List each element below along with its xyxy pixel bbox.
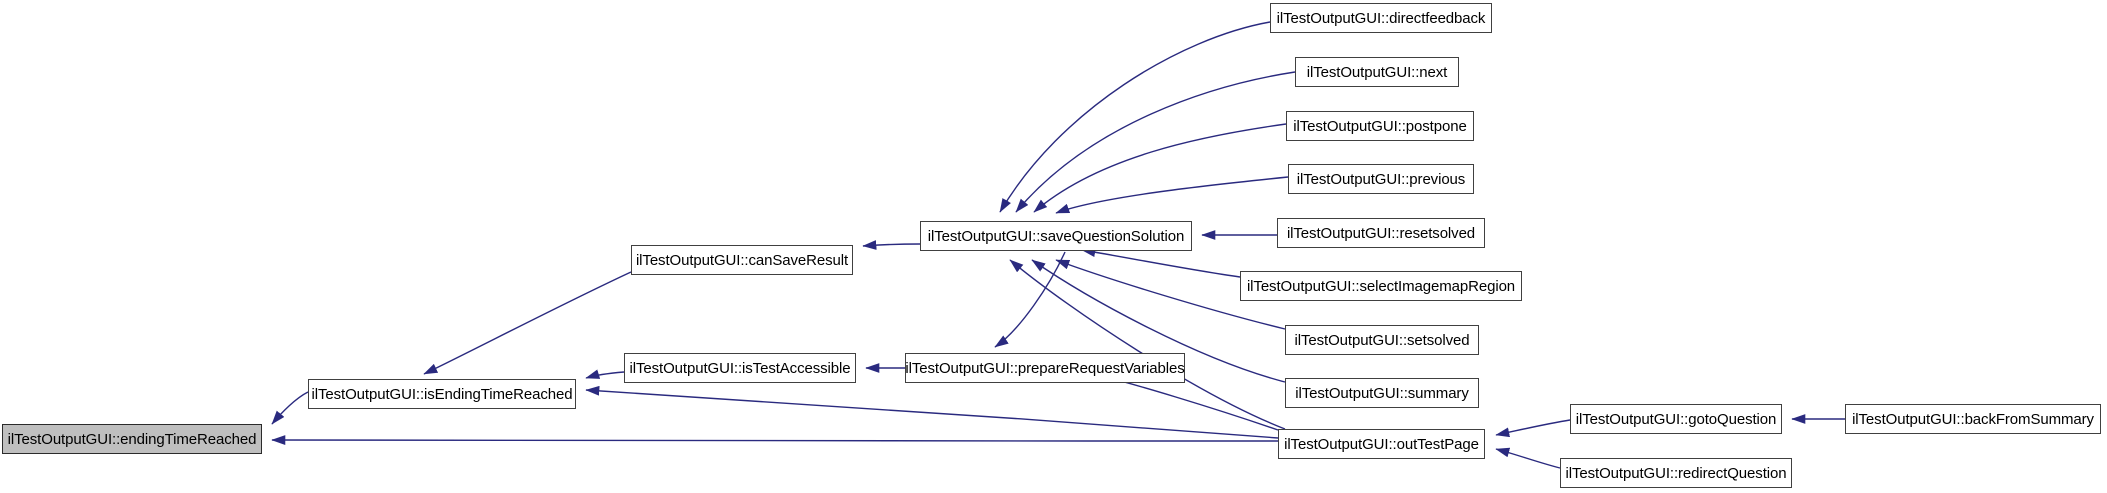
node-selectImagemapRegion[interactable]: ilTestOutputGUI::selectImagemapRegion xyxy=(1240,271,1522,301)
node-label: ilTestOutputGUI::directfeedback xyxy=(1276,9,1486,27)
node-label: ilTestOutputGUI::gotoQuestion xyxy=(1575,410,1777,428)
node-label: ilTestOutputGUI::prepareRequestVariables xyxy=(905,359,1185,377)
node-label: ilTestOutputGUI::postpone xyxy=(1293,117,1467,135)
node-previous[interactable]: ilTestOutputGUI::previous xyxy=(1288,164,1474,194)
node-summary[interactable]: ilTestOutputGUI::summary xyxy=(1285,378,1479,408)
node-label: ilTestOutputGUI::isTestAccessible xyxy=(629,359,851,377)
node-label: ilTestOutputGUI::redirectQuestion xyxy=(1565,464,1787,482)
node-label: ilTestOutputGUI::outTestPage xyxy=(1284,435,1479,453)
node-backFromSummary[interactable]: ilTestOutputGUI::backFromSummary xyxy=(1845,404,2101,434)
node-postpone[interactable]: ilTestOutputGUI::postpone xyxy=(1286,111,1474,141)
node-resetsolved[interactable]: ilTestOutputGUI::resetsolved xyxy=(1277,218,1485,248)
node-label: ilTestOutputGUI::backFromSummary xyxy=(1852,410,2094,428)
node-isTestAccessible[interactable]: ilTestOutputGUI::isTestAccessible xyxy=(624,353,856,383)
node-label: ilTestOutputGUI::endingTimeReached xyxy=(7,430,257,448)
node-label: ilTestOutputGUI::saveQuestionSolution xyxy=(927,227,1185,245)
node-prepareRequestVariables[interactable]: ilTestOutputGUI::prepareRequestVariables xyxy=(905,353,1185,383)
node-redirectQuestion[interactable]: ilTestOutputGUI::redirectQuestion xyxy=(1560,458,1792,488)
node-label: ilTestOutputGUI::isEndingTimeReached xyxy=(311,385,573,403)
node-setsolved[interactable]: ilTestOutputGUI::setsolved xyxy=(1285,325,1479,355)
node-label: ilTestOutputGUI::next xyxy=(1306,63,1448,81)
node-endingTimeReached[interactable]: ilTestOutputGUI::endingTimeReached xyxy=(2,424,262,454)
node-gotoQuestion[interactable]: ilTestOutputGUI::gotoQuestion xyxy=(1570,404,1782,434)
node-outTestPage[interactable]: ilTestOutputGUI::outTestPage xyxy=(1278,429,1485,459)
node-saveQuestionSolution[interactable]: ilTestOutputGUI::saveQuestionSolution xyxy=(920,221,1192,251)
node-next[interactable]: ilTestOutputGUI::next xyxy=(1295,57,1459,87)
node-label: ilTestOutputGUI::selectImagemapRegion xyxy=(1246,277,1516,295)
node-label: ilTestOutputGUI::canSaveResult xyxy=(635,251,849,269)
node-label: ilTestOutputGUI::setsolved xyxy=(1294,331,1470,349)
node-label: ilTestOutputGUI::resetsolved xyxy=(1286,224,1476,242)
node-canSaveResult[interactable]: ilTestOutputGUI::canSaveResult xyxy=(631,245,853,275)
node-label: ilTestOutputGUI::previous xyxy=(1296,170,1466,188)
node-directfeedback[interactable]: ilTestOutputGUI::directfeedback xyxy=(1270,3,1492,33)
node-isEndingTimeReached[interactable]: ilTestOutputGUI::isEndingTimeReached xyxy=(308,379,576,409)
node-label: ilTestOutputGUI::summary xyxy=(1295,384,1469,402)
